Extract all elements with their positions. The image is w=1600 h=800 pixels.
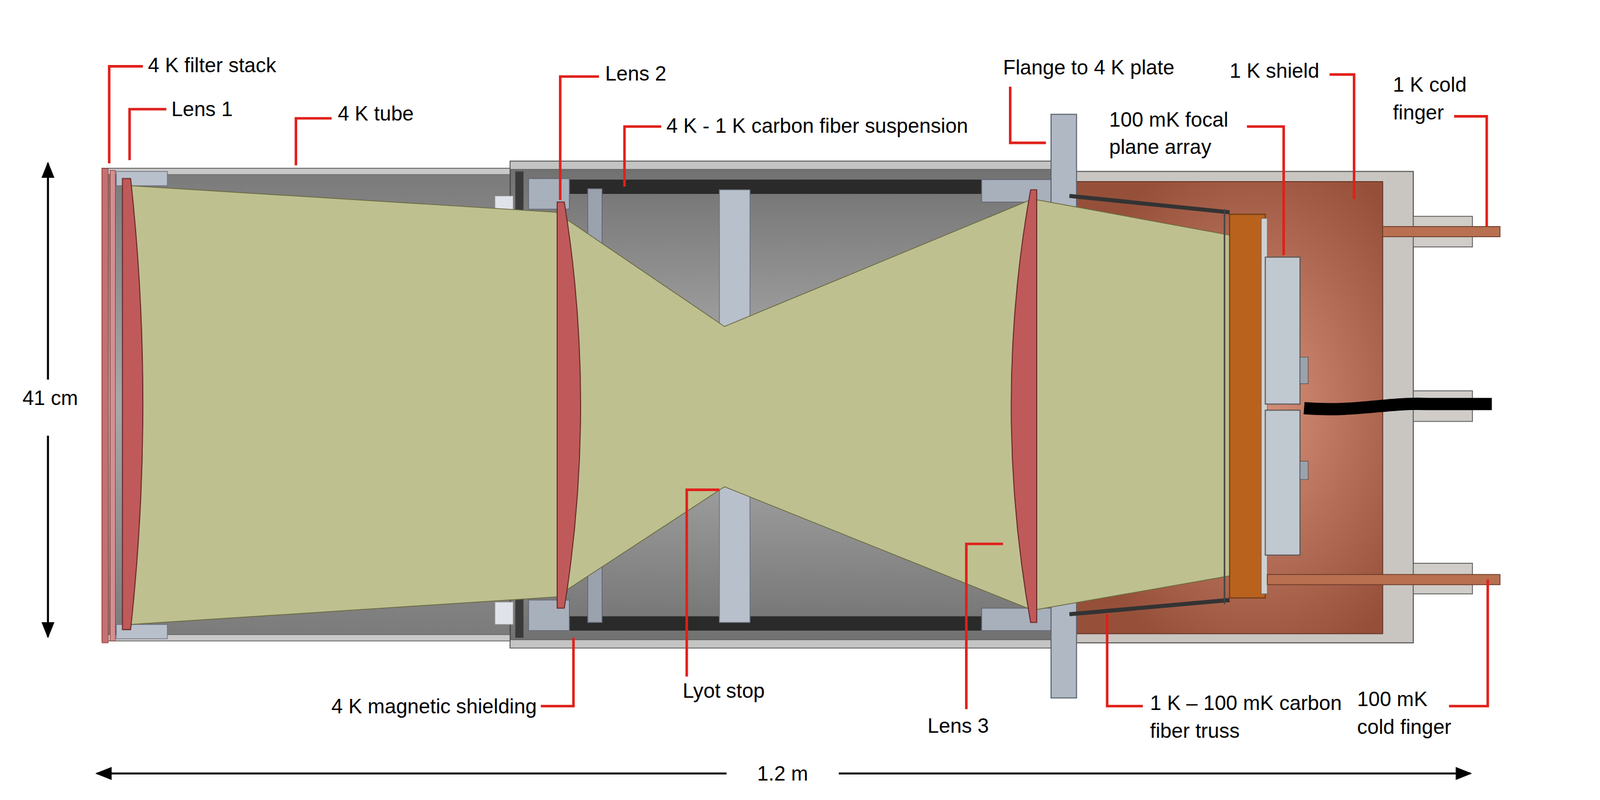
lens-1 [122, 178, 143, 630]
dimension-arrows [47, 163, 1470, 774]
label-shielding: 4 K magnetic shielding [331, 693, 538, 719]
label-flange: Flange to 4 K plate [1003, 55, 1175, 80]
optical-beam [130, 185, 1255, 625]
focal-plane-array [1265, 257, 1300, 404]
label-lyot-stop: Lyot stop [682, 678, 765, 703]
filter-stack [102, 168, 109, 643]
label-cold-finger: 1 K cold finger [1392, 71, 1485, 127]
label-shield: 1 K shield [1229, 58, 1319, 83]
label-lens: Lens 1 [171, 96, 233, 122]
lens-3 [1011, 190, 1037, 623]
cable [1303, 403, 1492, 410]
100mk-cold-finger [1267, 574, 1500, 585]
lyot-stop [719, 190, 750, 327]
dimension-label: 1.2 m [757, 761, 809, 786]
carbon-fiber-truss [1069, 196, 1230, 213]
leader-lines [109, 66, 1488, 709]
lens-2 [557, 202, 581, 609]
label-suspension: 4 K - 1 K carbon fiber suspension [666, 113, 968, 138]
label-lens: Lens 2 [605, 61, 667, 86]
label-tube: 4 K tube [337, 101, 414, 126]
label-filter-stack: 4 K filter stack [147, 53, 277, 78]
label-focal-plane: 100 mK focal plane array [1109, 106, 1253, 162]
carbon-fiber-suspension [530, 179, 1031, 194]
label-lens: Lens 3 [927, 713, 989, 738]
label-truss: 1 K – 100 mK carbon fiber truss [1150, 690, 1360, 745]
label-cold-finger: 100 mK cold finger [1357, 685, 1460, 741]
dimension-label: 41 cm [22, 385, 78, 410]
1k-cold-finger [1382, 226, 1500, 237]
